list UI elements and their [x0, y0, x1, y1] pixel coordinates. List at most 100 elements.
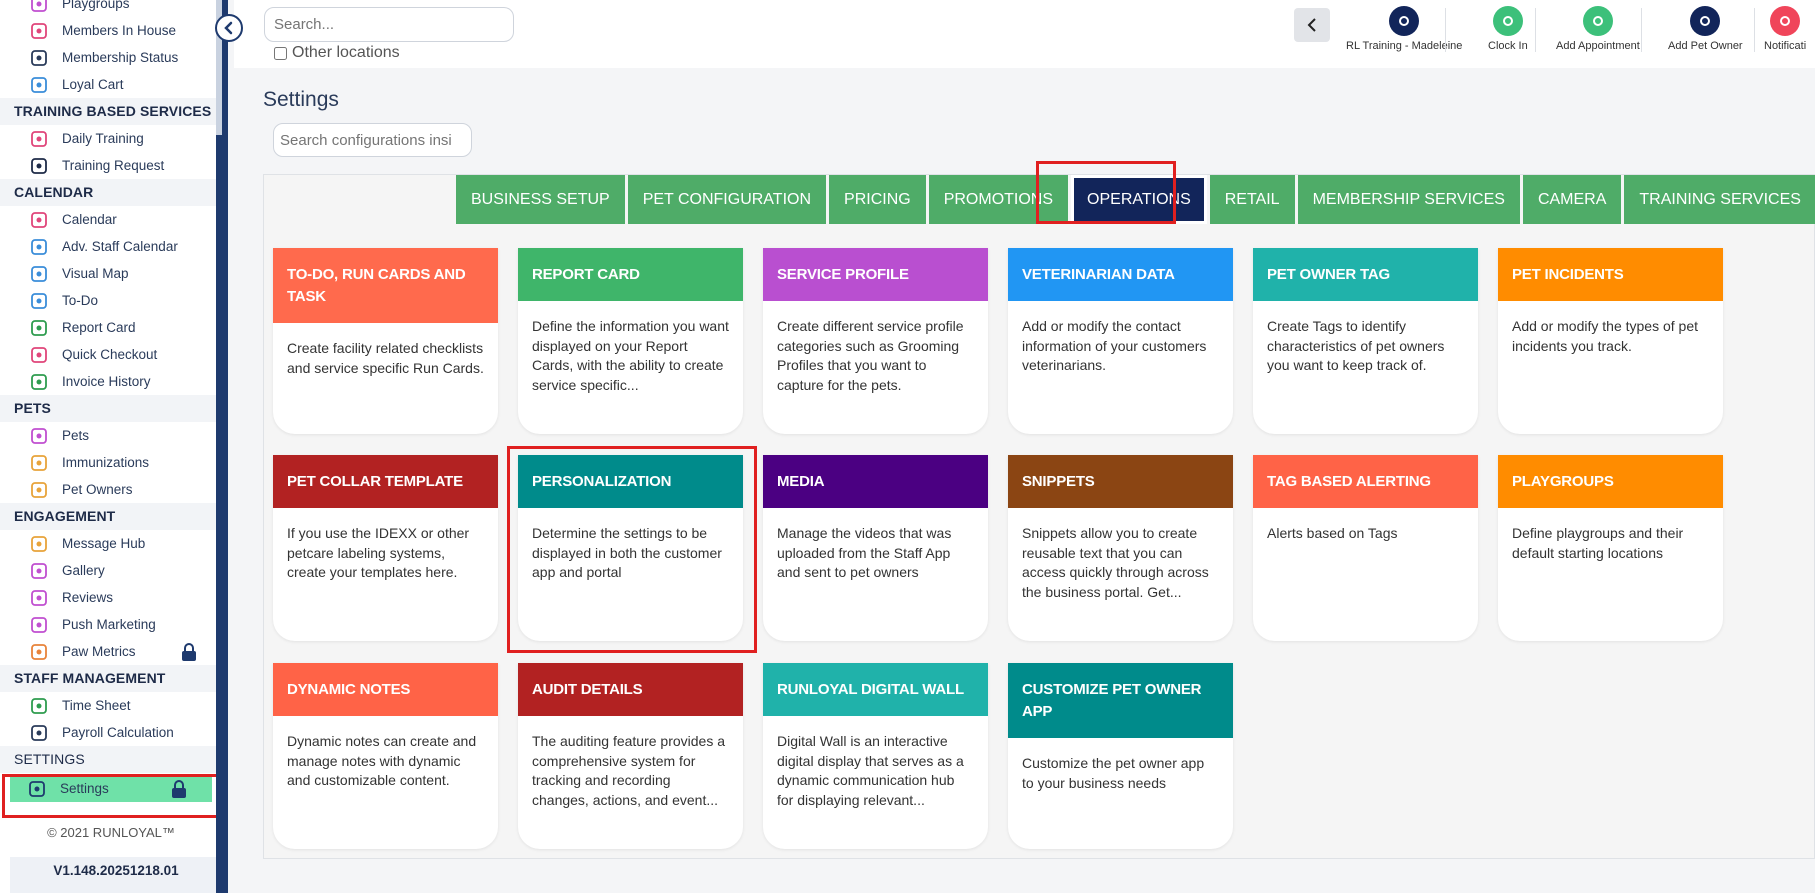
tab-training-services[interactable]: TRAINING SERVICES — [1624, 175, 1815, 224]
sidebar-item-immunizations[interactable]: Immunizations — [0, 449, 222, 476]
clock-in-icon — [1492, 6, 1523, 36]
action-rl-training-madeleine[interactable]: RL Training - Madeleine — [1346, 6, 1462, 52]
pet-owners-icon — [28, 480, 50, 500]
rl-training-madeleine-icon — [1389, 6, 1420, 36]
sidebar-item-members-in-house[interactable]: Members In House — [0, 17, 222, 44]
calendar-icon — [28, 210, 50, 230]
sidebar-item-visual-map[interactable]: Visual Map — [0, 260, 222, 287]
sidebar-item-membership-status[interactable]: Membership Status — [0, 44, 222, 71]
sidebar-item-label: Reviews — [62, 590, 114, 605]
sidebar-item-push-marketing[interactable]: Push Marketing — [0, 611, 222, 638]
adv-staff-calendar-icon — [28, 237, 50, 257]
report-card-icon — [28, 318, 50, 338]
back-button[interactable] — [1294, 8, 1330, 42]
sidebar-item-settings[interactable]: Settings — [10, 775, 212, 802]
sidebar-item-message-hub[interactable]: Message Hub — [0, 530, 222, 557]
action-label: Clock In — [1488, 40, 1528, 52]
sidebar-item-adv-staff-calendar[interactable]: Adv. Staff Calendar — [0, 233, 222, 260]
card-description: Determine the settings to be displayed i… — [532, 525, 722, 580]
tab-membership-services[interactable]: MEMBERSHIP SERVICES — [1297, 175, 1520, 224]
sidebar-item-reviews[interactable]: Reviews — [0, 584, 222, 611]
action-add-appointment[interactable]: Add Appointment — [1556, 6, 1640, 52]
action-clock-in[interactable]: Clock In — [1488, 6, 1528, 52]
sidebar-item-label: Immunizations — [62, 455, 150, 470]
personalization-highlight-box — [507, 446, 757, 653]
tab-pet-configuration[interactable]: PET CONFIGURATION — [627, 175, 827, 224]
sidebar-item-loyal-cart[interactable]: Loyal Cart — [0, 71, 222, 98]
action-notificati[interactable]: Notificati — [1764, 6, 1806, 52]
immunizations-icon — [28, 453, 50, 473]
sidebar-item-pet-owners[interactable]: Pet Owners — [0, 476, 222, 503]
card-title: REPORT CARD — [518, 248, 743, 301]
sidebar-item-paw-metrics[interactable]: Paw Metrics — [0, 638, 222, 665]
sidebar-item-calendar[interactable]: Calendar — [0, 206, 222, 233]
card-title: PERSONALIZATION — [518, 455, 743, 508]
version-label: V1.148.20251218.01 — [10, 857, 222, 893]
card-title: VETERINARIAN DATA — [1008, 248, 1233, 301]
sidebar-item-payroll-calculation[interactable]: Payroll Calculation — [0, 719, 222, 746]
sidebar-item-to-do[interactable]: To-Do — [0, 287, 222, 314]
other-locations-checkbox[interactable]: Other locations — [274, 44, 400, 62]
global-search-input[interactable] — [264, 7, 514, 42]
sidebar-item-gallery[interactable]: Gallery — [0, 557, 222, 584]
tab-business-setup[interactable]: BUSINESS SETUP — [456, 175, 625, 224]
sidebar-scrollbar[interactable] — [216, 0, 222, 893]
card-title: TO-DO, RUN CARDS AND TASK — [273, 248, 498, 323]
settings-card-veterinarian-data[interactable]: VETERINARIAN DATA Add or modify the conta… — [1008, 248, 1233, 434]
sidebar-item-label: Quick Checkout — [62, 347, 158, 362]
chevron-left-icon — [1307, 18, 1316, 32]
card-description: Digital Wall is an interactive digital d… — [777, 733, 964, 808]
reviews-icon — [28, 588, 50, 608]
card-description: Create Tags to identify characteristics … — [1267, 318, 1445, 373]
tab-operations[interactable]: OPERATIONS — [1071, 175, 1207, 224]
sidebar-item-time-sheet[interactable]: Time Sheet — [0, 692, 222, 719]
card-description: Alerts based on Tags — [1267, 525, 1398, 541]
visual-map-icon — [28, 264, 50, 284]
sidebar-item-pets[interactable]: Pets — [0, 422, 222, 449]
operations-tab-highlight — [1036, 161, 1176, 224]
top-bar: Other locations RL Training - MadeleineC… — [234, 0, 1815, 68]
sidebar-item-label: Loyal Cart — [62, 77, 124, 92]
sidebar-item-training-request[interactable]: Training Request — [0, 152, 222, 179]
card-description: Add or modify the contact information of… — [1022, 318, 1207, 373]
sidebar-item-quick-checkout[interactable]: Quick Checkout — [0, 341, 222, 368]
action-label: Add Pet Owner — [1668, 40, 1743, 52]
sidebar-item-invoice-history[interactable]: Invoice History — [0, 368, 222, 395]
card-title: PET INCIDENTS — [1498, 248, 1723, 301]
sidebar-item-daily-training[interactable]: Daily Training — [0, 125, 222, 152]
sidebar-item-playgroups[interactable]: Playgroups — [0, 0, 222, 17]
sidebar-item-report-card[interactable]: Report Card — [0, 314, 222, 341]
collapse-sidebar-button[interactable] — [215, 14, 243, 42]
to-do-icon — [28, 291, 50, 311]
sidebar-item-label: Membership Status — [62, 50, 179, 65]
push-marketing-icon — [28, 615, 50, 635]
sidebar-scroll-thumb[interactable] — [216, 0, 222, 135]
tab-retail[interactable]: RETAIL — [1209, 175, 1295, 224]
config-search-input[interactable] — [273, 123, 472, 157]
other-locations-check[interactable] — [274, 46, 287, 60]
sidebar-item-label: Pet Owners — [62, 482, 133, 497]
tab-promotions[interactable]: PROMOTIONS — [928, 175, 1069, 224]
sidebar-item-label: Payroll Calculation — [62, 725, 174, 740]
action-add-pet-owner[interactable]: Add Pet Owner — [1668, 6, 1743, 52]
card-title: PLAYGROUPS — [1498, 455, 1723, 508]
sidebar-item-label: To-Do — [62, 293, 99, 308]
tab-pricing[interactable]: PRICING — [829, 175, 926, 224]
copyright: © 2021 RUNLOYAL™ — [47, 825, 175, 840]
settings-card-personalization[interactable]: PERSONALIZATION Determine the settings to… — [518, 455, 743, 641]
tab-camera[interactable]: CAMERA — [1522, 175, 1622, 224]
